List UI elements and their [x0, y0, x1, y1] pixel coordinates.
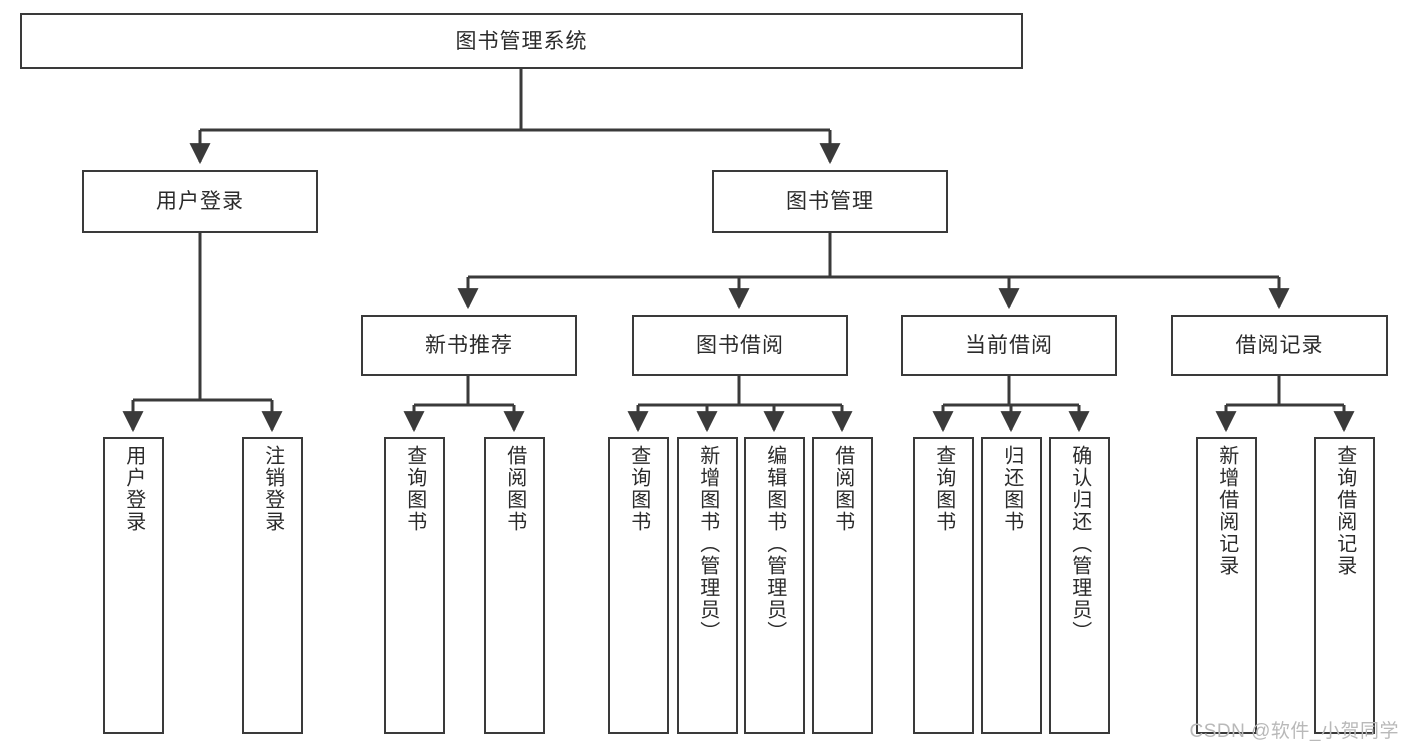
- leaf-label: 借阅图书: [503, 445, 526, 533]
- leaf-add-book-admin[interactable]: 新增图书（管理员）: [677, 437, 738, 734]
- csdn-watermark: CSDN @软件_小贺同学: [1189, 721, 1399, 742]
- leaf-label: 查询图书: [932, 445, 955, 533]
- node-borrow-record[interactable]: 借阅记录: [1171, 315, 1388, 376]
- leaf-label: 用户登录: [122, 445, 145, 533]
- leaf-query-borrow-record[interactable]: 查询借阅记录: [1314, 437, 1375, 734]
- leaf-query-book-borrow[interactable]: 查询图书: [608, 437, 669, 734]
- leaf-label: 注销登录: [261, 445, 284, 533]
- leaf-borrow-book-recommend[interactable]: 借阅图书: [484, 437, 545, 734]
- node-label: 图书管理系统: [455, 29, 588, 53]
- node-root-book-management-system[interactable]: 图书管理系统: [20, 13, 1023, 69]
- leaf-label: 查询图书: [403, 445, 426, 533]
- leaf-add-borrow-record[interactable]: 新增借阅记录: [1196, 437, 1257, 734]
- leaf-edit-book-admin[interactable]: 编辑图书（管理员）: [744, 437, 805, 734]
- leaf-label: 编辑图书（管理员）: [763, 445, 786, 643]
- leaf-label: 借阅图书: [831, 445, 854, 533]
- node-label: 图书管理: [786, 190, 874, 213]
- node-label: 新书推荐: [425, 334, 513, 357]
- leaf-logout-login[interactable]: 注销登录: [242, 437, 303, 734]
- node-label: 借阅记录: [1235, 334, 1324, 357]
- node-label: 图书借阅: [696, 334, 784, 357]
- leaf-user-login[interactable]: 用户登录: [103, 437, 164, 734]
- node-label: 用户登录: [156, 190, 244, 213]
- leaf-query-book-current[interactable]: 查询图书: [913, 437, 974, 734]
- leaf-label: 新增借阅记录: [1215, 445, 1238, 577]
- node-new-book-recommend[interactable]: 新书推荐: [361, 315, 577, 376]
- leaf-return-book[interactable]: 归还图书: [981, 437, 1042, 734]
- leaf-label: 查询借阅记录: [1333, 445, 1356, 577]
- node-user-login[interactable]: 用户登录: [82, 170, 318, 233]
- leaf-label: 归还图书: [1000, 445, 1023, 533]
- leaf-query-book-recommend[interactable]: 查询图书: [384, 437, 445, 734]
- node-current-borrow[interactable]: 当前借阅: [901, 315, 1117, 376]
- leaf-confirm-return-admin[interactable]: 确认归还（管理员）: [1049, 437, 1110, 734]
- node-book-management[interactable]: 图书管理: [712, 170, 948, 233]
- node-label: 当前借阅: [965, 334, 1053, 357]
- leaf-label: 新增图书（管理员）: [696, 445, 719, 643]
- node-book-borrow[interactable]: 图书借阅: [632, 315, 848, 376]
- leaf-label: 确认归还（管理员）: [1068, 445, 1091, 643]
- leaf-label: 查询图书: [627, 445, 650, 533]
- leaf-borrow-book[interactable]: 借阅图书: [812, 437, 873, 734]
